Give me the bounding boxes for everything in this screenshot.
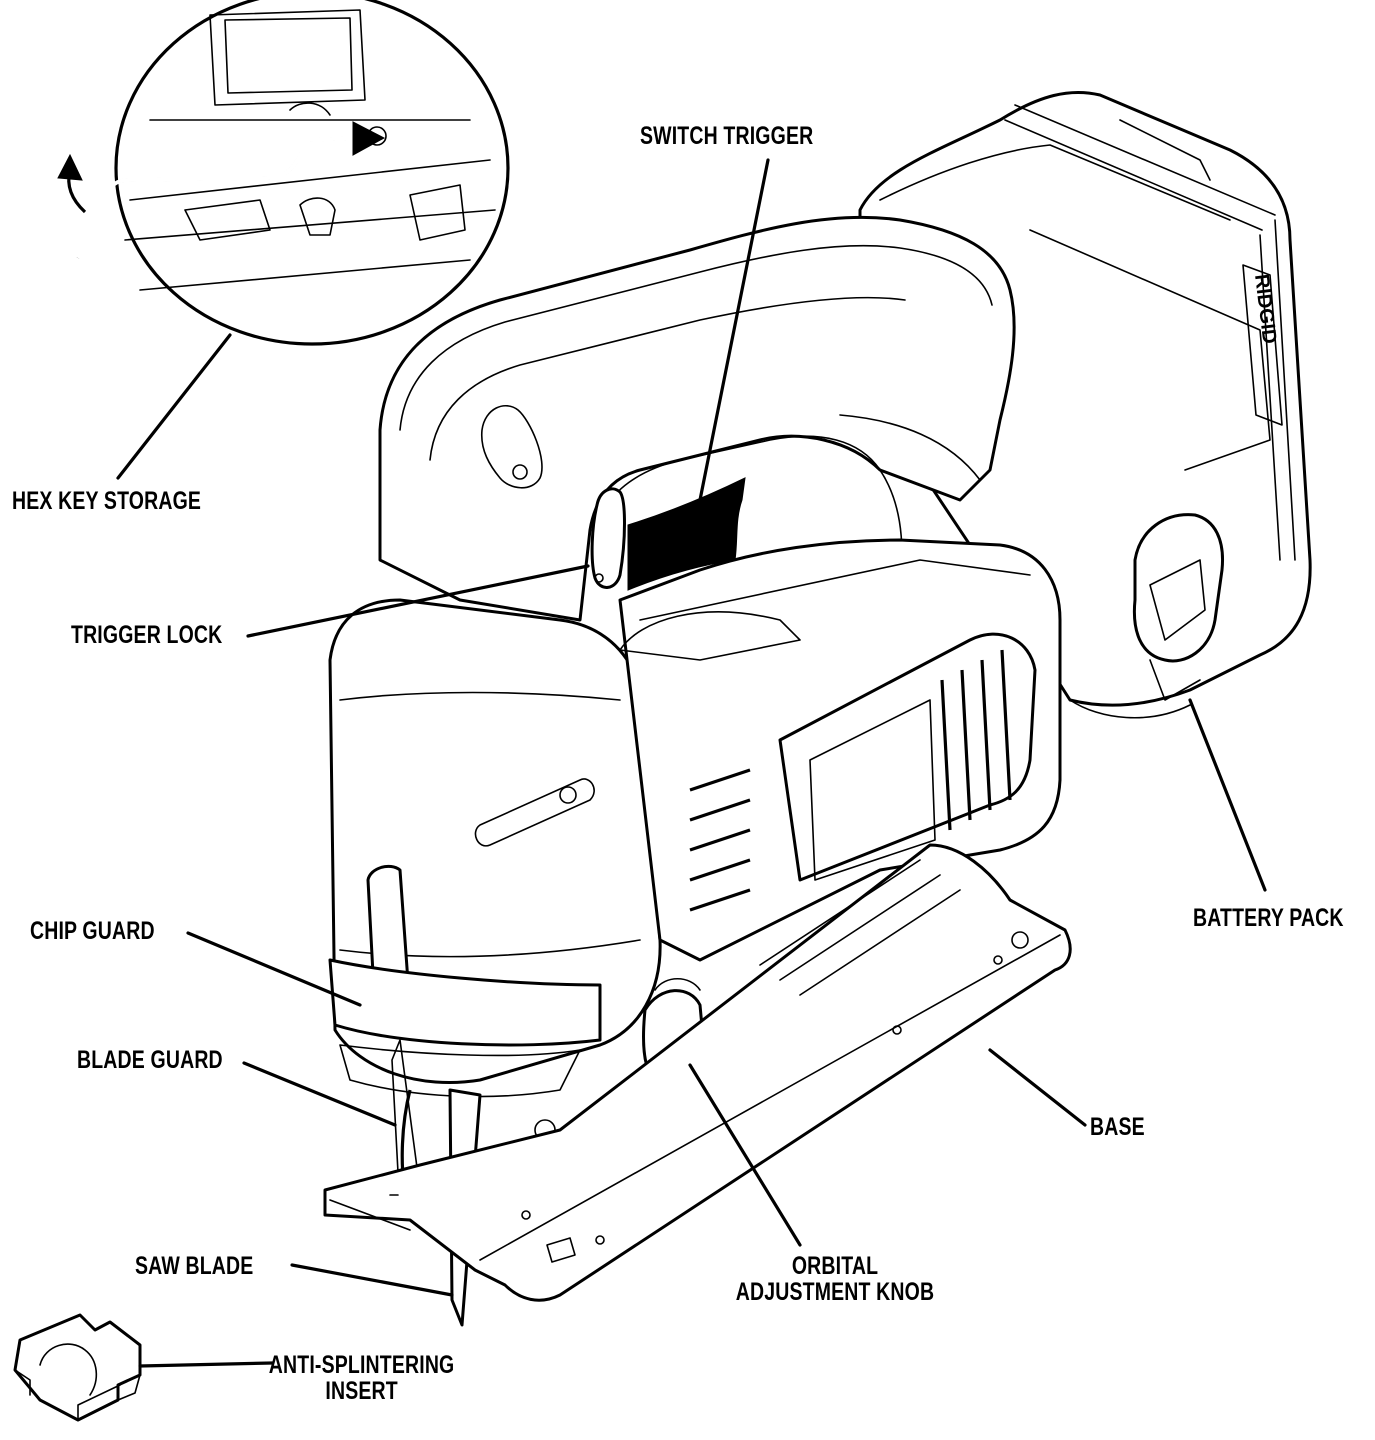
label-orbital-line2: ADJUSTMENT KNOB <box>735 1278 935 1306</box>
leader-switch-trigger <box>698 158 770 502</box>
label-anti-line1: ANTI-SPLINTERING <box>268 1351 455 1379</box>
leader-orbital-knob <box>688 1063 802 1247</box>
label-anti-line2: INSERT <box>325 1377 398 1405</box>
leader-anti-splintering <box>138 1361 274 1368</box>
label-anti-splintering-insert: ANTI-SPLINTERING INSERT <box>268 1352 455 1404</box>
anti-splintering-insert-illustration <box>13 1313 142 1422</box>
label-chip-guard: CHIP GUARD <box>30 917 155 945</box>
leader-saw-blade <box>290 1263 454 1297</box>
label-saw-blade: SAW BLADE <box>135 1252 254 1280</box>
label-switch-trigger: SWITCH TRIGGER <box>640 122 814 150</box>
label-orbital-adjustment-knob: ORBITAL ADJUSTMENT KNOB <box>730 1253 941 1305</box>
leader-trigger-lock <box>246 564 590 638</box>
label-orbital-line1: ORBITAL <box>791 1252 879 1280</box>
label-trigger-lock: TRIGGER LOCK <box>71 621 223 649</box>
label-battery-pack: BATTERY PACK <box>1193 904 1344 932</box>
leader-hex-key-storage <box>116 333 232 480</box>
label-hex-key-storage: HEX KEY STORAGE <box>12 487 202 515</box>
leader-chip-guard <box>186 931 362 1007</box>
base-plate-illustration <box>323 843 1072 1302</box>
leader-base <box>988 1048 1087 1127</box>
label-blade-guard: BLADE GUARD <box>77 1046 223 1074</box>
label-base: BASE <box>1090 1113 1145 1141</box>
hex-key-detail-inset <box>57 0 510 346</box>
leader-blade-guard <box>242 1061 397 1127</box>
leader-battery-pack <box>1188 698 1267 892</box>
